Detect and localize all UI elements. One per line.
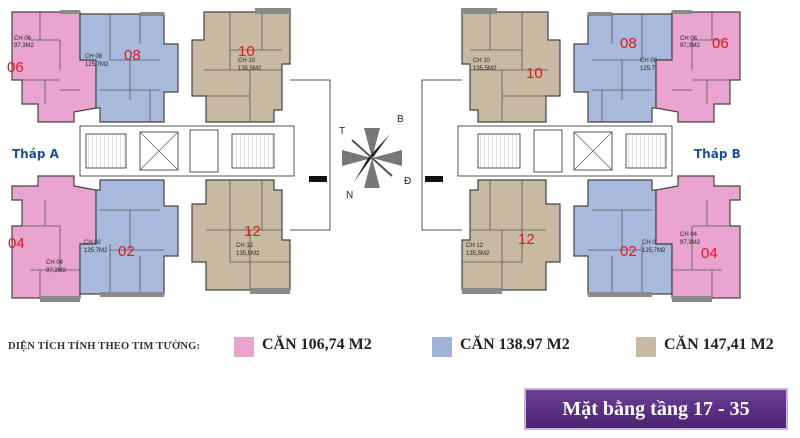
unit-a-04[interactable]: 04 CH 04 97,3M2 — [8, 175, 97, 302]
unit-a-08[interactable]: CH 08 125,7M2 08 — [79, 12, 179, 123]
unit-b-06[interactable]: CH 06 97,3M2 06 — [655, 10, 741, 123]
unit-b-04[interactable]: CH 04 97,3M2 04 — [655, 175, 741, 302]
dash-marker-right — [425, 176, 443, 182]
unit-code: CH 02 — [84, 240, 102, 246]
unit-area: 97,3M2 — [680, 240, 701, 246]
core-b — [421, 79, 673, 231]
floor-plan: CH 06 97,3M2 06 CH 08 125,7M2 08 CH 10 1… — [7, 8, 741, 302]
unit-area: 125,7M2 — [84, 248, 108, 254]
tower-b-label: Tháp B — [694, 147, 741, 161]
unit-area: 125,7M2 — [642, 248, 666, 254]
unit-area: 135,5M2 — [238, 66, 262, 72]
unit-number: 08 — [124, 47, 141, 64]
unit-a-02[interactable]: CH 02 125,7M2 02 — [79, 179, 179, 297]
unit-area: 97,3M2 — [680, 43, 701, 49]
unit-code: CH 06 — [14, 36, 32, 42]
dash-marker-left — [309, 176, 327, 182]
core-a — [79, 79, 331, 231]
unit-number: 06 — [712, 35, 729, 52]
unit-number: 04 — [8, 235, 25, 252]
tower-a-label: Tháp A — [12, 147, 60, 161]
unit-number: 06 — [7, 59, 24, 76]
unit-code: CH 12 — [466, 243, 484, 249]
unit-b-02[interactable]: 02 CH 02 125,7M2 — [573, 179, 673, 297]
legend-label-tan: CĂN 147,41 M2 — [664, 336, 774, 353]
unit-code: CH 12 — [236, 243, 254, 249]
tower-b: CH 10 135,5M2 10 08 CH 08 125,7M2 CH 06 … — [421, 8, 741, 302]
legend-swatch-tan — [636, 337, 656, 357]
unit-code: CH 06 — [680, 36, 698, 42]
unit-b-12[interactable]: 12 CH 12 135,5M2 — [461, 179, 561, 294]
unit-code: CH 04 — [46, 260, 64, 266]
unit-number: 02 — [118, 243, 135, 260]
unit-b-08[interactable]: 08 CH 08 125,7M2 — [573, 12, 673, 123]
unit-area: 97,3M2 — [46, 268, 67, 274]
unit-area: 135,5M2 — [236, 251, 260, 257]
legend-label-blue: CĂN 138.97 M2 — [460, 336, 570, 353]
unit-code: CH 02 — [642, 240, 660, 246]
unit-number: 10 — [238, 43, 255, 60]
unit-number: 02 — [620, 243, 637, 260]
compass-rose: T B N Đ — [339, 114, 411, 201]
legend-label-pink: CĂN 106,74 M2 — [262, 336, 372, 353]
unit-number: 12 — [518, 231, 535, 248]
unit-area: 125,7M2 — [85, 62, 109, 68]
unit-area: 135,5M2 — [466, 251, 490, 257]
unit-a-06[interactable]: CH 06 97,3M2 06 — [7, 10, 97, 123]
unit-code: CH 08 — [85, 54, 103, 60]
compass-d: Đ — [404, 176, 411, 187]
unit-a-12[interactable]: 12 CH 12 135,5M2 — [191, 179, 291, 294]
unit-number: 12 — [244, 223, 261, 240]
unit-code: CH 10 — [238, 58, 256, 64]
legend-swatch-blue — [432, 337, 452, 357]
unit-number: 04 — [701, 245, 718, 262]
compass-t: T — [339, 126, 345, 137]
unit-area: 125,7M2 — [640, 66, 664, 72]
unit-area: 97,3M2 — [14, 43, 35, 49]
unit-area: 135,5M2 — [473, 66, 497, 72]
unit-number: 08 — [620, 35, 637, 52]
unit-number: 10 — [526, 65, 543, 82]
legend-swatch-pink — [234, 337, 254, 357]
legend: DIỆN TÍCH TÍNH THEO TIM TƯỜNG: CĂN 106,7… — [0, 330, 800, 364]
unit-b-10[interactable]: CH 10 135,5M2 10 — [461, 8, 561, 123]
unit-code: CH 08 — [640, 58, 658, 64]
tower-a: CH 06 97,3M2 06 CH 08 125,7M2 08 CH 10 1… — [7, 8, 331, 302]
unit-code: CH 10 — [473, 58, 491, 64]
unit-code: CH 04 — [680, 232, 698, 238]
unit-a-10[interactable]: CH 10 135,5M2 10 — [191, 8, 291, 123]
legend-title: DIỆN TÍCH TÍNH THEO TIM TƯỜNG: — [8, 341, 201, 352]
floor-banner: Mặt bằng tầng 17 - 35 — [524, 388, 788, 430]
compass-n: N — [346, 190, 353, 201]
compass-b: B — [397, 114, 404, 125]
